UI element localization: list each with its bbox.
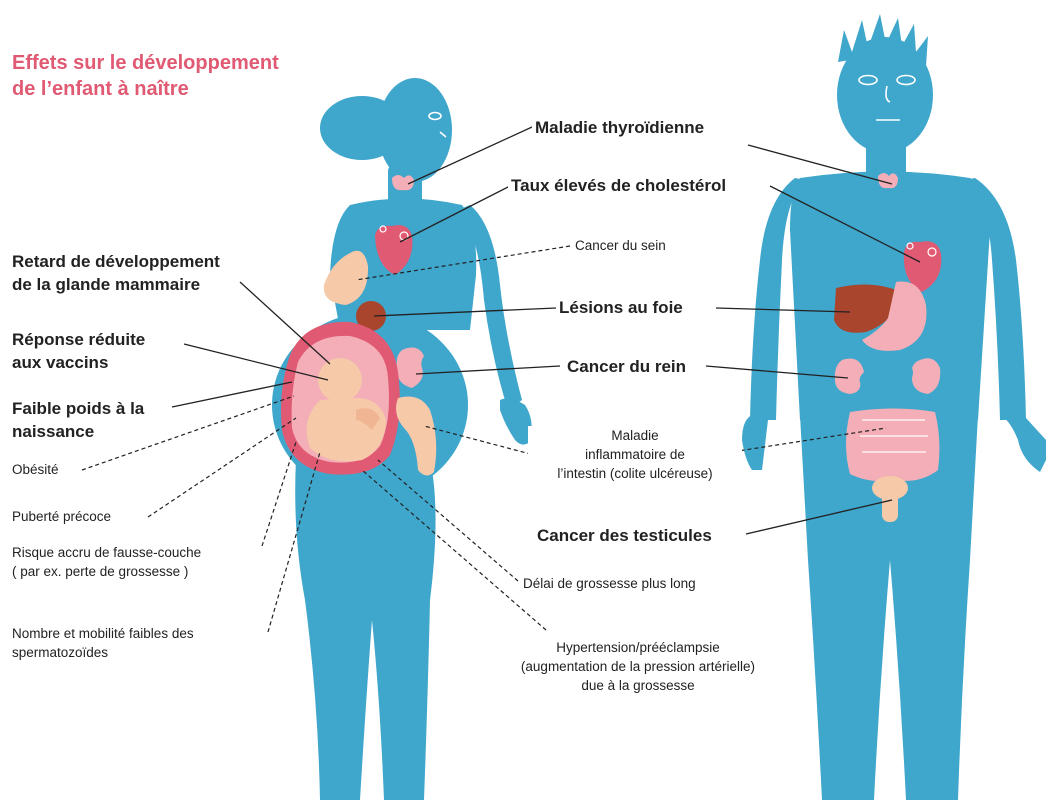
man-heart-icon	[903, 241, 942, 292]
label-hyper-line-3: due à la grossesse	[581, 678, 695, 693]
label-kidney: Cancer du rein	[564, 355, 690, 378]
kidney-line-woman	[415, 365, 561, 375]
thyroid-line-man	[747, 144, 893, 185]
label-hyper-line-1: Hypertension/prééclampsie	[556, 640, 720, 655]
mammary-line	[239, 281, 331, 365]
title-line-2: de l’enfant à naître	[12, 78, 189, 100]
label-obesity: Obésité	[12, 462, 59, 477]
man-intestine-icon	[846, 408, 940, 482]
label-miscarriage-line-2: ( par ex. perte de grossesse )	[12, 564, 189, 579]
kidney-line-man	[705, 365, 849, 379]
man-liver-icon	[834, 284, 897, 333]
woman-intestine-icon	[396, 396, 437, 476]
testicular-line	[745, 499, 893, 535]
ibd-line-woman	[423, 425, 539, 457]
label-breast-cancer: Cancer du sein	[572, 236, 669, 255]
vaccine-line	[183, 343, 329, 381]
fetus-icon	[306, 358, 386, 462]
label-ibd-line-2: inflammatoire de	[585, 447, 685, 462]
thyroid-line-woman	[407, 126, 533, 185]
woman-thyroid-icon	[392, 175, 414, 191]
liver-line-man	[715, 307, 851, 313]
label-cholesterol: Taux élevés de cholestérol	[508, 174, 730, 197]
woman-liver-icon	[356, 301, 386, 331]
delay-line	[377, 459, 519, 582]
label-miscarriage: Risque accru de fausse-couche ( par ex. …	[12, 543, 201, 581]
label-sperm-line-1: Nombre et mobilité faibles des	[12, 626, 194, 641]
hypertension-line	[361, 469, 547, 631]
man-kidney-left-icon	[834, 358, 864, 394]
label-mammary-line-2: de la glande mammaire	[12, 275, 201, 294]
woman-breast-icon	[323, 250, 369, 305]
man-kidney-right-icon	[912, 358, 941, 394]
man-face	[858, 74, 916, 121]
label-sperm-line-2: spermatozoïdes	[12, 645, 109, 660]
obesity-line	[81, 395, 295, 471]
label-vaccine-line-1: Réponse réduite	[12, 330, 146, 349]
woman-face	[428, 111, 447, 138]
label-vaccine: Réponse réduite aux vaccins	[12, 328, 145, 374]
man-testicles-icon	[872, 476, 908, 522]
label-liver: Lésions au foie	[556, 296, 686, 319]
label-puberty: Puberté précoce	[12, 509, 112, 524]
label-ibd-line-1: Maladie	[611, 428, 659, 443]
label-lbw-line-2: naissance	[12, 422, 95, 441]
sperm-line	[267, 451, 321, 633]
label-hyper-line-2: (augmentation de la pression artérielle)	[520, 659, 756, 674]
label-ibd: Maladie inflammatoire de l’intestin (col…	[528, 426, 742, 483]
label-miscarriage-line-1: Risque accru de fausse-couche	[12, 545, 202, 560]
label-lbw-line-1: Faible poids à la	[12, 399, 145, 418]
puberty-line	[147, 417, 297, 518]
label-testicular: Cancer des testicules	[534, 524, 715, 547]
cholesterol-line-woman	[399, 185, 511, 243]
lbw-line	[171, 381, 293, 408]
label-ibd-line-3: l’intestin (colite ulcéreuse)	[557, 466, 713, 481]
man-thyroid-icon	[878, 173, 898, 189]
title-line-1: Effets sur le développement	[12, 52, 279, 74]
label-delay: Délai de grossesse plus long	[520, 574, 699, 593]
cholesterol-line-man	[769, 185, 921, 263]
miscarriage-line	[261, 441, 297, 547]
label-mammary-line-1: Retard de développement	[12, 252, 220, 271]
label-hypertension: Hypertension/prééclampsie (augmentation …	[470, 638, 806, 695]
label-sperm: Nombre et mobilité faibles des spermatoz…	[12, 624, 194, 662]
label-mammary: Retard de développement de la glande mam…	[12, 250, 220, 296]
label-low-birth-weight: Faible poids à la naissance	[12, 397, 144, 443]
dashed-connector-lines	[81, 245, 887, 633]
breast-cancer-line	[355, 245, 571, 281]
woman-kidney-icon	[396, 347, 424, 388]
connector-lines	[171, 126, 921, 535]
page-title: Effets sur le développement de l’enfant …	[12, 50, 279, 102]
label-thyroid: Maladie thyroïdienne	[532, 116, 708, 139]
man-stomach-icon	[862, 281, 927, 351]
liver-line-woman	[373, 307, 557, 317]
label-vaccine-line-2: aux vaccins	[12, 353, 109, 372]
